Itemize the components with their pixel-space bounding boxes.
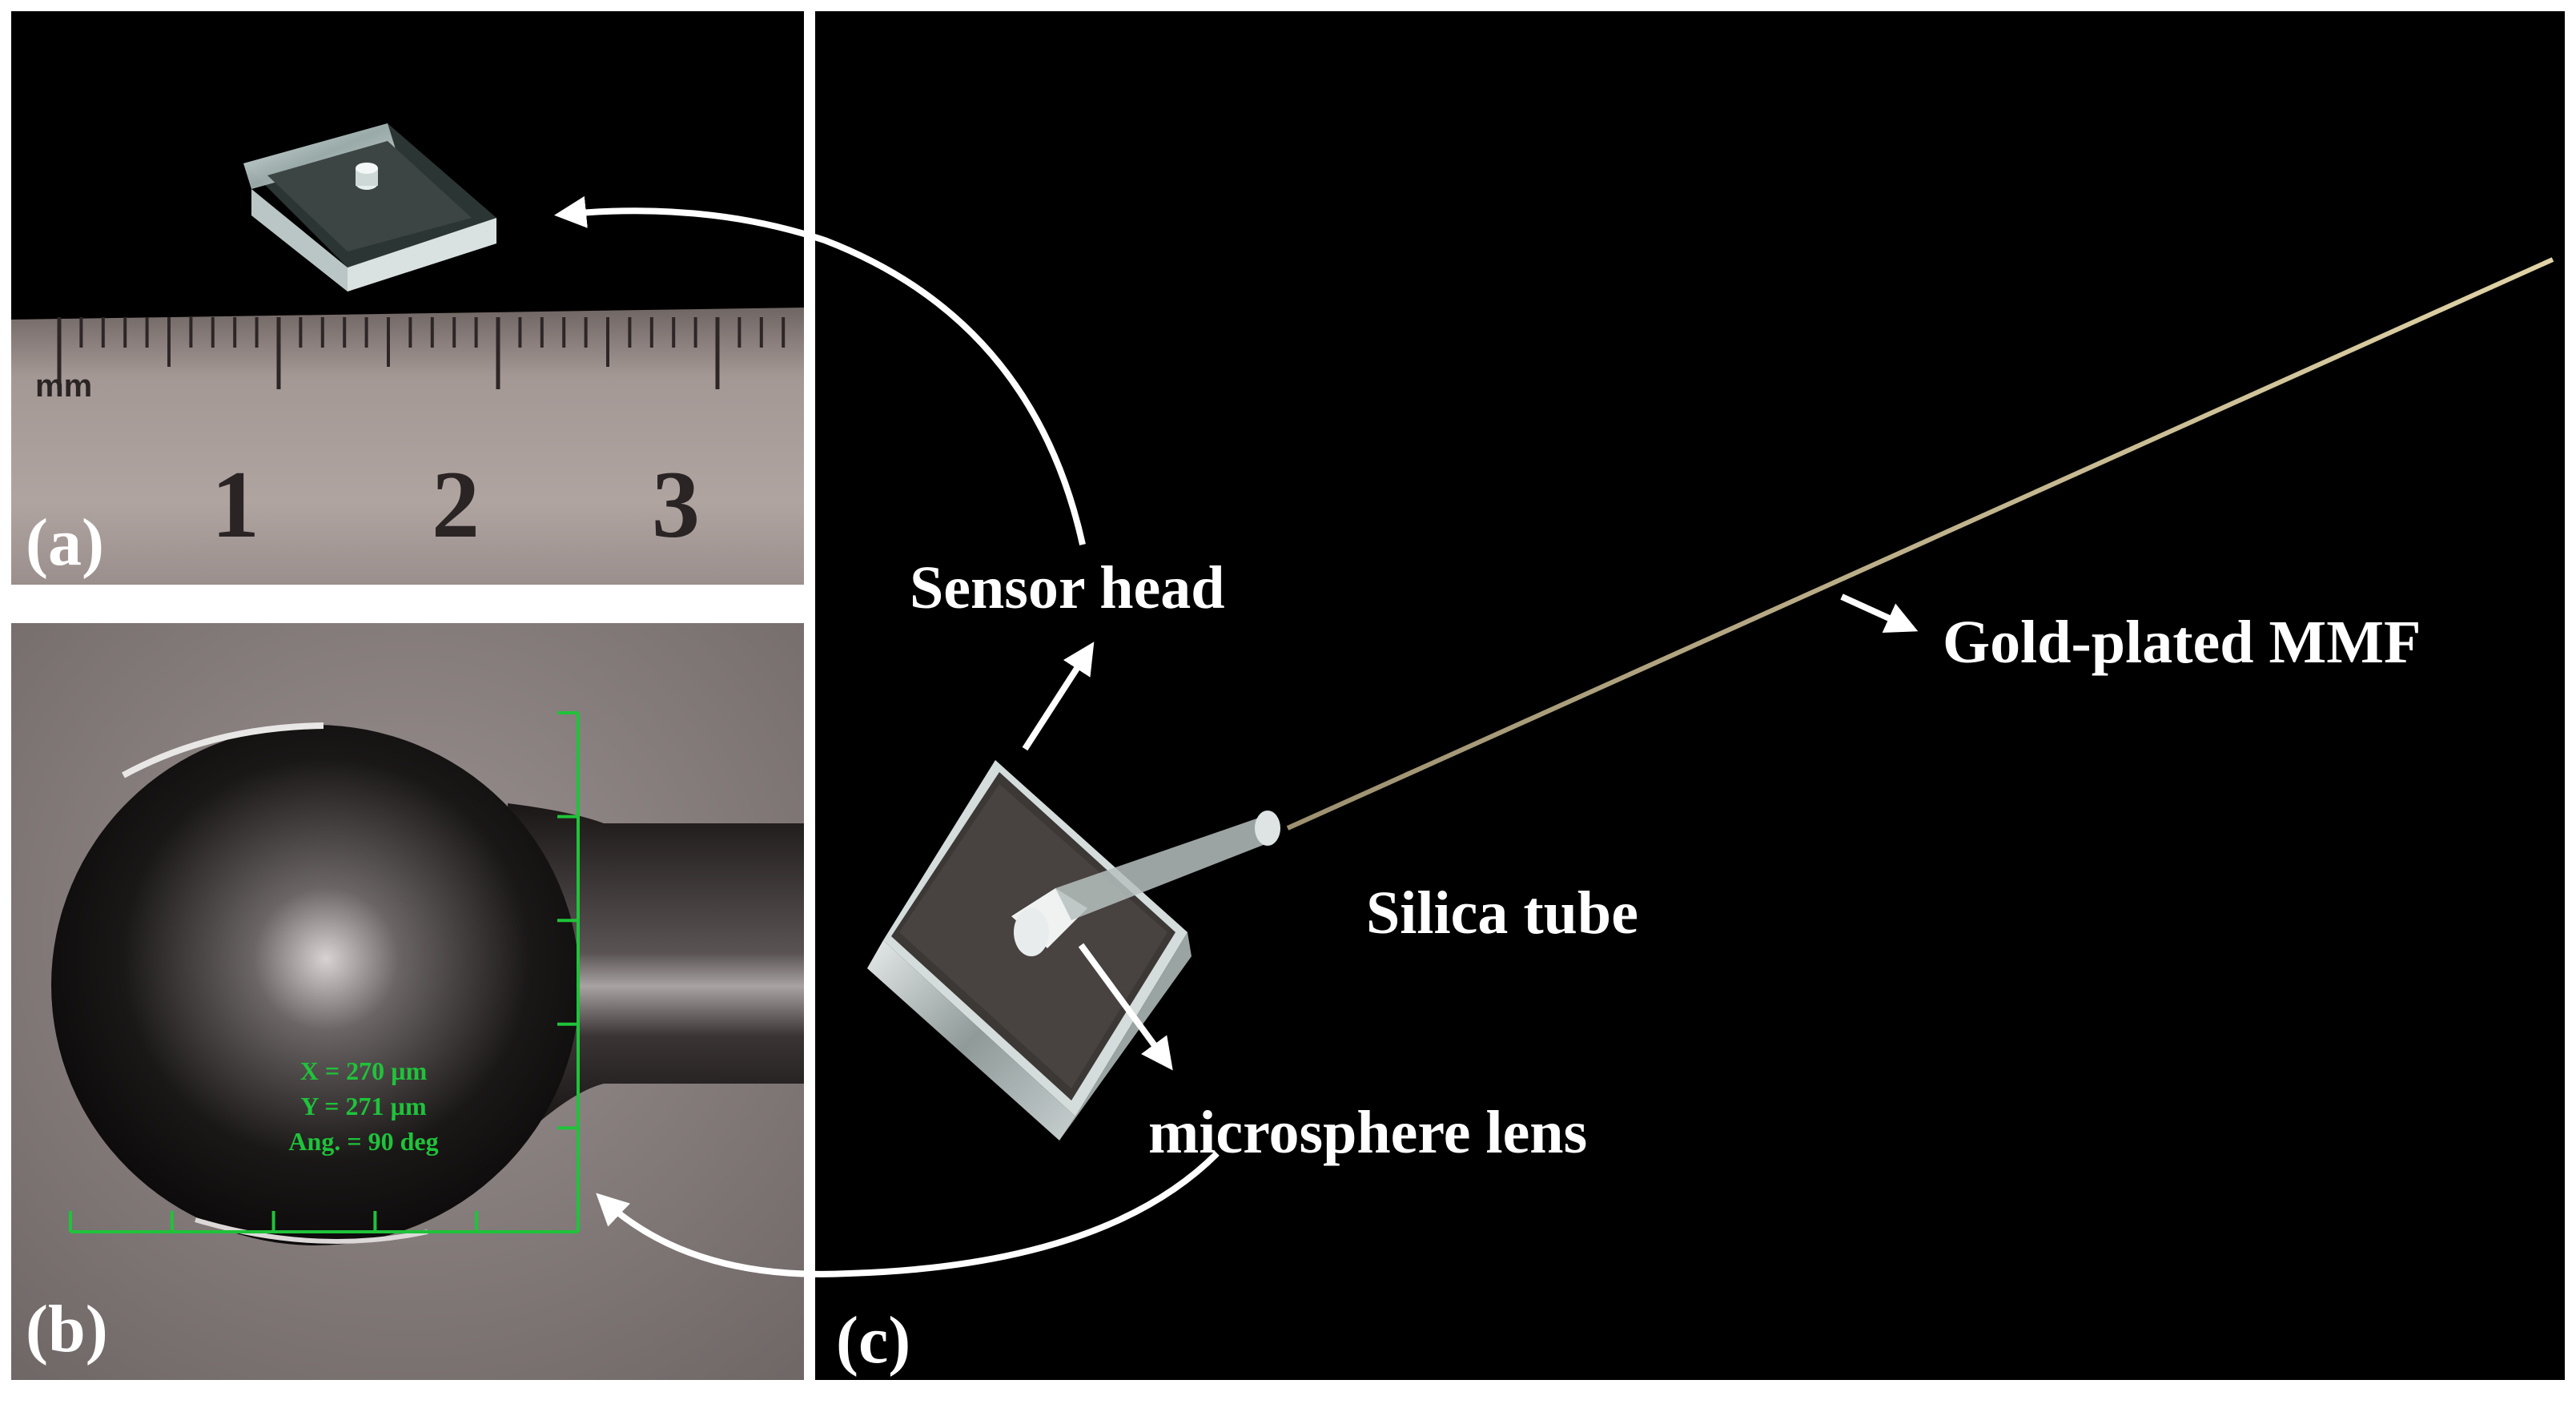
panel-b-label: (b) (26, 1292, 108, 1366)
ruler-unit-label: mm (35, 368, 93, 404)
microsphere-lens-label: microsphere lens (1148, 1099, 1588, 1166)
panel-a-label: (a) (26, 505, 104, 580)
panel-a-photo: mm 1 2 3 (a) (11, 11, 804, 585)
green-scale-ruler (69, 711, 580, 1233)
sensor-head-label: Sensor head (910, 554, 1225, 622)
microsphere (51, 725, 580, 1245)
ruler-number-1: 1 (211, 451, 259, 557)
measurement-x: X = 270 µm (299, 1056, 428, 1085)
panel-c-photo: Sensor head Gold-plated MMF Silica tube … (815, 11, 2565, 1380)
panel-b-micrograph: X = 270 µm Y = 271 µm Ang. = 90 deg (b) (11, 623, 804, 1380)
fiber-stem (508, 803, 804, 1136)
measurement-angle: Ang. = 90 deg (288, 1127, 439, 1156)
sensor-photo (815, 11, 2565, 1380)
measurement-y: Y = 271 µm (300, 1092, 427, 1120)
microsphere-image (11, 623, 804, 1380)
panel-c-label: (c) (836, 1303, 911, 1378)
sensor-head-chip (243, 123, 496, 292)
gold-plated-mmf-label: Gold-plated MMF (1943, 609, 2421, 676)
ruler-number-2: 2 (432, 451, 480, 557)
gold-plated-fiber (1286, 257, 2554, 831)
silica-tube-label: Silica tube (1366, 879, 1638, 947)
ruler-number-3: 3 (652, 451, 700, 557)
